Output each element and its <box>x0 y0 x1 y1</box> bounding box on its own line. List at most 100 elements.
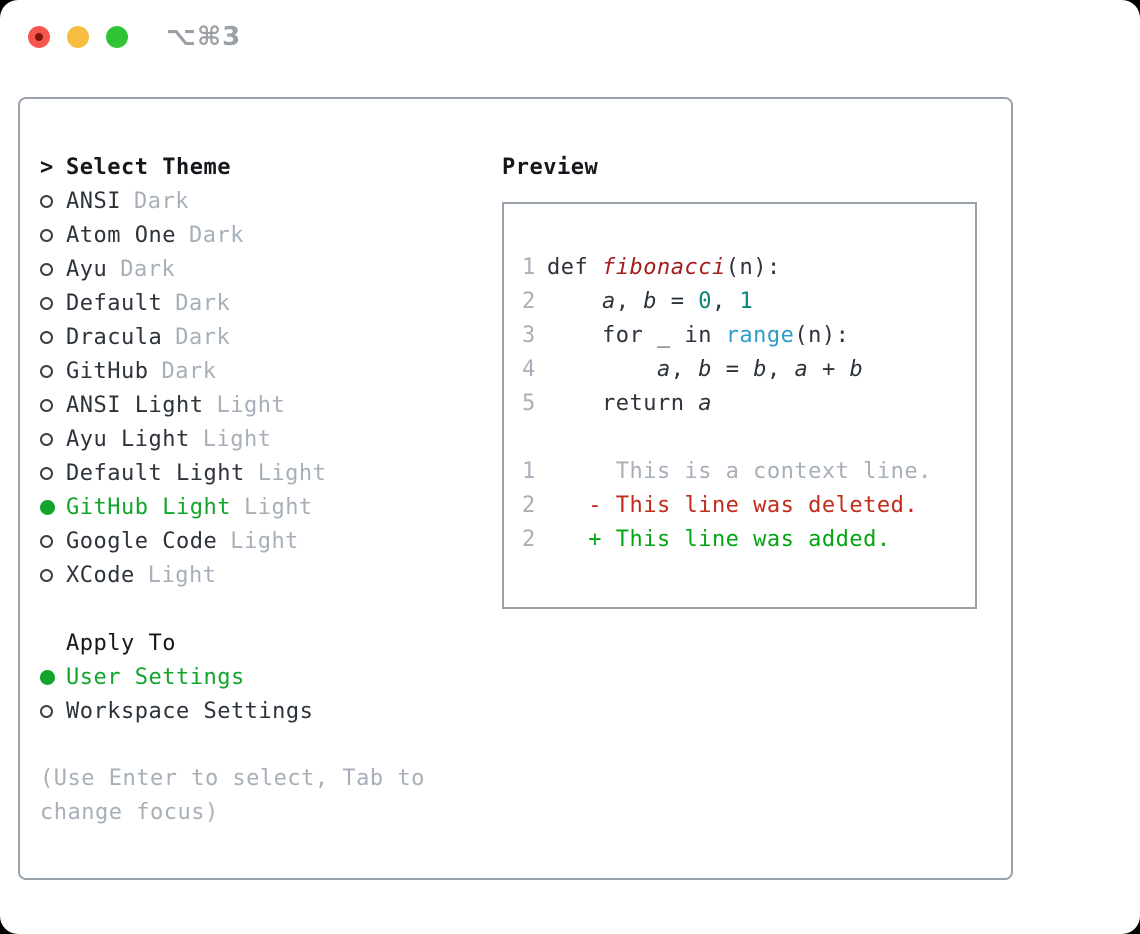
token-var: b <box>753 356 767 382</box>
apply-option-workspace-settings[interactable]: Workspace Settings <box>40 694 490 728</box>
code-content: a, b = b, a + b <box>547 357 863 382</box>
theme-name: GitHub <box>66 358 149 384</box>
token-text: def <box>547 254 602 280</box>
token-text <box>547 357 657 382</box>
theme-variant-tag: Light <box>230 528 299 554</box>
radio-selected-icon <box>40 499 55 515</box>
radio-cell <box>40 704 66 718</box>
token-builtin: range <box>725 322 795 348</box>
theme-variant-tag: Light <box>202 426 272 452</box>
radio-icon <box>40 330 53 344</box>
theme-name: Ayu Light <box>66 426 190 452</box>
token-num: 1 <box>739 288 754 314</box>
minimize-window-icon[interactable] <box>67 26 89 48</box>
diff-line-context: 1 This is a context line. <box>522 454 961 488</box>
close-window-icon[interactable] <box>28 26 50 48</box>
code-line: 1 def fibonacci(n): <box>522 250 961 284</box>
theme-name: XCode <box>66 562 135 588</box>
token-var: b <box>643 288 657 314</box>
radio-cell <box>40 568 66 582</box>
radio-icon <box>40 432 53 446</box>
theme-variant-tag: Light <box>216 392 286 418</box>
token-var: a <box>601 288 616 314</box>
radio-icon <box>40 364 53 378</box>
theme-name: Google Code <box>66 528 218 554</box>
radio-icon <box>40 296 53 310</box>
theme-option-google-code[interactable]: Google Code Light <box>40 524 490 558</box>
theme-variant-tag: Dark <box>120 256 176 282</box>
radio-icon <box>40 228 53 242</box>
theme-option-github[interactable]: GitHub Dark <box>40 354 490 388</box>
apply-to-title: Apply To <box>66 630 176 656</box>
theme-option-default-light[interactable]: Default Light Light <box>40 456 490 490</box>
theme-option-ayu-light[interactable]: Ayu Light Light <box>40 422 490 456</box>
token-text: , <box>670 356 699 382</box>
radio-cell <box>40 669 66 685</box>
line-number: 2 <box>522 492 536 518</box>
code-content: a, b = 0, 1 <box>547 289 753 314</box>
theme-name: Dracula <box>66 324 163 350</box>
radio-icon <box>40 704 53 718</box>
token-func: fibonacci <box>601 254 726 280</box>
radio-cell <box>40 499 66 515</box>
token-text: + <box>808 356 850 382</box>
zoom-window-icon[interactable] <box>106 26 128 48</box>
theme-option-ansi[interactable]: ANSI Dark <box>40 184 490 218</box>
code-content: def fibonacci(n): <box>547 255 781 280</box>
code-line: 2 a, b = 0, 1 <box>522 284 961 318</box>
theme-variant-tag: Light <box>147 562 217 588</box>
theme-option-xcode[interactable]: XCode Light <box>40 558 490 592</box>
radio-cell <box>40 296 66 310</box>
theme-variant-tag: Light <box>243 494 313 520</box>
token-var: a <box>656 356 671 382</box>
radio-cell <box>40 432 66 446</box>
code-diff-gap <box>522 420 961 454</box>
theme-name: ANSI <box>66 188 121 214</box>
diff-text: + This line was added. <box>547 526 891 552</box>
diff-text: This is a context line. <box>547 458 932 484</box>
line-number: 1 <box>522 458 536 484</box>
theme-variant-tag: Dark <box>175 290 231 316</box>
theme-variant-tag: Dark <box>188 222 244 248</box>
token-text: = <box>711 356 754 382</box>
theme-variant-tag: Dark <box>133 188 189 214</box>
apply-to-header: Apply To <box>40 626 490 660</box>
token-var: a <box>794 356 809 382</box>
token-text: , <box>711 288 740 314</box>
token-text: for _ in <box>547 322 726 348</box>
theme-variant-tag: Light <box>257 460 327 486</box>
code-line: 3 for _ in range(n): <box>522 318 961 352</box>
theme-variant-tag: Dark <box>161 358 217 384</box>
radio-icon <box>40 398 53 412</box>
line-number: 3 <box>522 322 536 348</box>
diff-block: 1 This is a context line. 2 - This line w… <box>522 454 961 556</box>
radio-cell <box>40 228 66 242</box>
line-number: 2 <box>522 288 536 314</box>
apply-option-user-settings[interactable]: User Settings <box>40 660 490 694</box>
token-var: b <box>698 356 712 382</box>
prompt-icon: > <box>40 154 54 180</box>
diff-text: - This line was deleted. <box>547 492 919 518</box>
radio-selected-icon <box>40 669 55 685</box>
titlebar: ⌥⌘3 <box>0 0 1140 75</box>
code-content: for _ in range(n): <box>547 323 849 348</box>
line-number: 5 <box>522 390 536 416</box>
select-theme-header: > Select Theme <box>40 150 490 184</box>
radio-icon <box>40 262 53 276</box>
radio-cell <box>40 262 66 276</box>
theme-name: Default Light <box>66 460 245 486</box>
help-text: (Use Enter to select, Tab to change focu… <box>40 766 425 825</box>
token-text <box>547 289 602 314</box>
line-number: 1 <box>522 254 536 280</box>
token-text: (n): <box>794 322 850 348</box>
